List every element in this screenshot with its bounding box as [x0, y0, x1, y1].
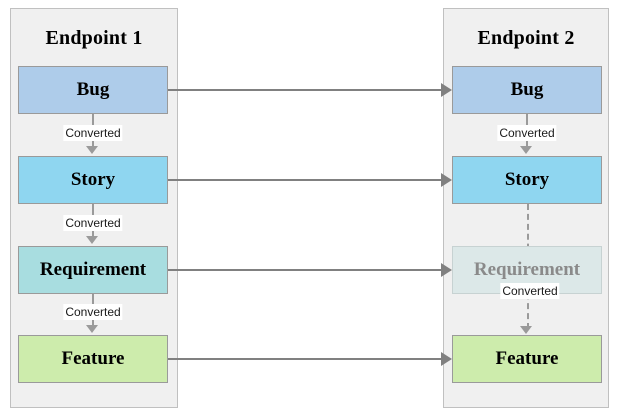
node-endpoint-1-requirement[interactable]: Requirement — [18, 246, 168, 294]
panel-endpoint-2-title: Endpoint 2 — [477, 27, 575, 49]
node-label: Story — [504, 169, 550, 190]
node-label: Story — [70, 169, 116, 190]
mapping-arrow-requirement-head — [441, 263, 452, 277]
node-label: Requirement — [473, 259, 581, 280]
edge-label-r-story-feature: Converted — [500, 283, 560, 299]
mapping-arrow-bug-line — [168, 89, 442, 91]
node-endpoint-2-feature[interactable]: Feature — [452, 335, 602, 383]
mapping-arrow-story-line — [168, 179, 442, 181]
node-label: Bug — [76, 79, 110, 100]
node-label: Feature — [61, 348, 125, 369]
edge-label-l-req-feature: Converted — [63, 304, 123, 320]
mapping-arrow-feature-line — [168, 358, 442, 360]
connector-r-story-feature-arrow — [520, 326, 532, 334]
connector-l-req-feature-arrow — [86, 325, 98, 333]
edge-label-l-bug-story: Converted — [63, 125, 123, 141]
node-label: Feature — [495, 348, 559, 369]
node-endpoint-1-story[interactable]: Story — [18, 156, 168, 204]
mapping-arrow-story-head — [441, 173, 452, 187]
mapping-arrow-requirement-line — [168, 269, 442, 271]
node-label: Requirement — [39, 259, 147, 280]
node-endpoint-2-story[interactable]: Story — [452, 156, 602, 204]
node-endpoint-1-feature[interactable]: Feature — [18, 335, 168, 383]
panel-endpoint-1-title: Endpoint 1 — [45, 27, 143, 49]
node-label: Bug — [510, 79, 544, 100]
edge-label-l-story-req: Converted — [63, 215, 123, 231]
mapping-arrow-feature-head — [441, 352, 452, 366]
node-endpoint-2-bug[interactable]: Bug — [452, 66, 602, 114]
connector-l-story-req-arrow — [86, 236, 98, 244]
connector-r-bug-story-arrow — [520, 146, 532, 154]
edge-label-r-bug-story: Converted — [497, 125, 557, 141]
mapping-arrow-bug-head — [441, 83, 452, 97]
node-endpoint-1-bug[interactable]: Bug — [18, 66, 168, 114]
connector-l-bug-story-arrow — [86, 146, 98, 154]
